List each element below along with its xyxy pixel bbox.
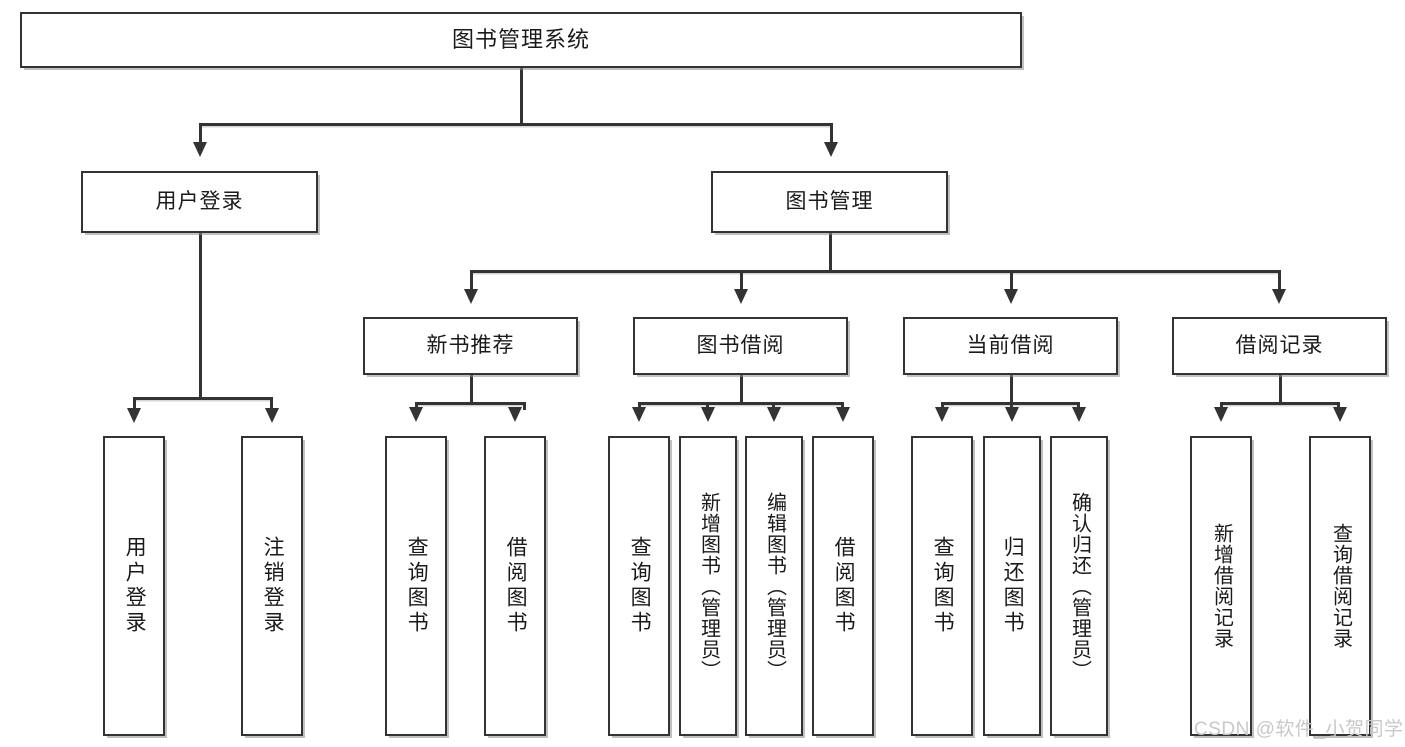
connector-book-manage-bus [470,270,1280,273]
arrow-recommend-to-borrow-book [508,407,522,422]
connector-book-borrow-stem [740,375,743,402]
connector-current-drop-2 [1010,402,1013,410]
connector-book-borrow-bus [638,402,843,405]
node-leaf-borrow-book-recommend[interactable]: 借阅图书 [484,436,546,736]
connector-borrow-record-bus [1220,402,1339,405]
node-root-library-system[interactable]: 图书管理系统 [20,12,1022,68]
connector-book-manage-drop-1 [470,270,473,292]
node-leaf-user-login[interactable]: 用户登录 [103,436,165,736]
connector-root-stem [520,68,523,123]
connector-recommend-drop-1 [415,402,418,410]
arrow-book-manage-to-new-book-recommend [464,289,478,304]
arrow-root-to-book-manage [824,142,838,157]
node-leaf-query-book-recommend[interactable]: 查询图书 [385,436,447,736]
arrow-record-to-query-record [1333,407,1347,422]
connector-recommend-drop-2 [523,402,526,410]
connector-record-drop-1 [1220,402,1223,410]
node-leaf-add-borrow-record[interactable]: 新增借阅记录 [1190,436,1252,736]
connector-borrow-drop-4 [841,402,844,410]
arrow-current-to-confirm-return [1072,407,1086,422]
node-borrow-record[interactable]: 借阅记录 [1172,317,1387,375]
node-book-manage[interactable]: 图书管理 [711,171,948,233]
node-book-borrow[interactable]: 图书借阅 [633,317,848,375]
arrow-user-login-to-leaf-user-login [127,408,141,423]
arrow-record-to-add-record [1214,407,1228,422]
connector-new-book-recommend-stem [470,375,473,402]
connector-root-bus [199,123,832,126]
arrow-current-to-return-book [1005,407,1019,422]
node-user-login[interactable]: 用户登录 [81,171,318,233]
node-leaf-add-book-admin[interactable]: 新增图书（管理员） [679,436,737,736]
connector-book-manage-drop-3 [1010,270,1013,292]
connector-user-login-drop-1 [133,397,136,411]
connector-borrow-record-stem [1279,375,1282,402]
node-leaf-edit-book-admin[interactable]: 编辑图书（管理员） [745,436,803,736]
connector-user-login-drop-2 [270,397,273,411]
connector-book-manage-drop-4 [1278,270,1281,292]
connector-record-drop-2 [1337,402,1340,410]
connector-current-borrow-stem [1010,375,1013,402]
node-current-borrow[interactable]: 当前借阅 [903,317,1118,375]
arrow-book-manage-to-book-borrow [734,289,748,304]
arrow-borrow-to-query-book [632,407,646,422]
arrow-book-manage-to-borrow-record [1272,289,1286,304]
node-leaf-query-book-current[interactable]: 查询图书 [911,436,973,736]
connector-new-book-recommend-bus [415,402,525,405]
arrow-borrow-to-borrow-book [836,407,850,422]
connector-root-drop-book-manage [830,123,833,145]
node-leaf-borrow-book[interactable]: 借阅图书 [812,436,874,736]
connector-book-manage-stem [829,233,832,270]
arrow-book-manage-to-current-borrow [1004,289,1018,304]
node-leaf-confirm-return-admin[interactable]: 确认归还（管理员） [1050,436,1108,736]
arrow-user-login-to-leaf-logout [265,408,279,423]
connector-borrow-drop-1 [638,402,641,410]
node-leaf-query-book-borrow[interactable]: 查询图书 [608,436,670,736]
node-leaf-query-borrow-record[interactable]: 查询借阅记录 [1309,436,1371,736]
connector-current-drop-3 [1077,402,1080,410]
node-new-book-recommend[interactable]: 新书推荐 [363,317,578,375]
arrow-borrow-to-edit-book [767,407,781,422]
node-leaf-logout[interactable]: 注销登录 [241,436,303,736]
node-leaf-return-book[interactable]: 归还图书 [983,436,1041,736]
connector-borrow-drop-2 [706,402,709,410]
connector-root-drop-user-login [199,123,202,145]
arrow-borrow-to-add-book [701,407,715,422]
connector-borrow-drop-3 [772,402,775,410]
arrow-current-to-query-book [935,407,949,422]
arrow-root-to-user-login [193,142,207,157]
connector-current-drop-1 [941,402,944,410]
connector-user-login-stem [199,233,202,397]
connector-book-manage-drop-2 [740,270,743,292]
arrow-recommend-to-query-book [409,407,423,422]
connector-user-login-bus [133,397,272,400]
